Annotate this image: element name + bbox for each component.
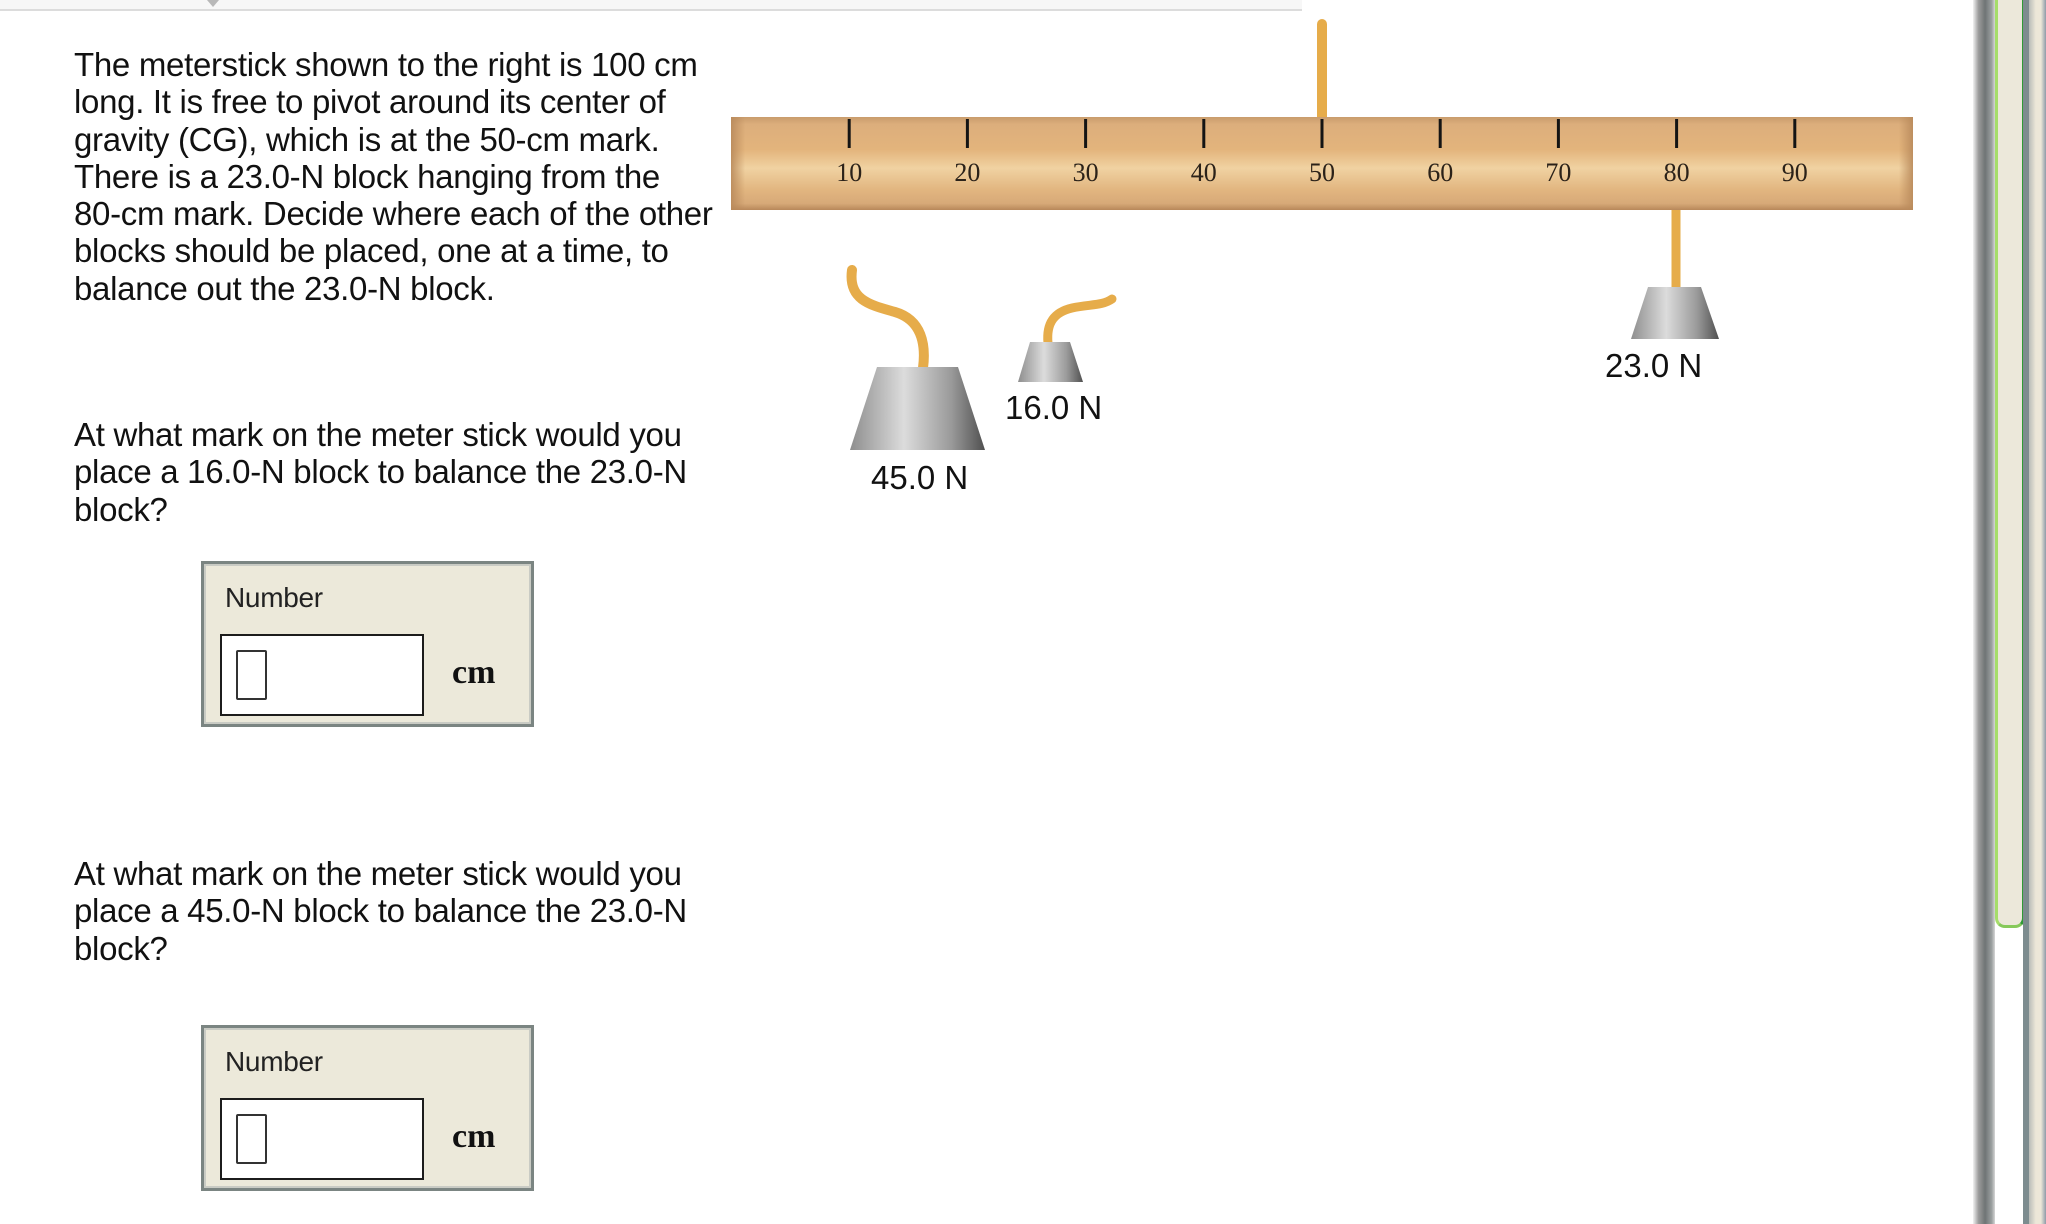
tick-label: 20 [954,158,980,187]
tick-label: 30 [1073,158,1099,187]
tick-label: 10 [836,158,862,187]
tick-label: 90 [1782,158,1808,187]
unit-label: cm [452,1118,496,1155]
scrollbar-rail [1973,0,1995,1224]
tick-label: 60 [1427,158,1453,187]
scrollbar-divider [2023,0,2029,1224]
string-45n [846,265,929,373]
question-2-text: At what mark on the meter stick would yo… [74,855,687,967]
tick-marks: 10 20 30 40 50 60 70 80 90 [836,119,1808,187]
question-1-text: At what mark on the meter stick would yo… [74,416,687,528]
block-23n [1631,287,1719,339]
number-field-label: Number [225,1046,323,1077]
top-toolbar-edge [0,0,1302,11]
unit-label: cm [452,654,496,691]
scrollbar-thumb[interactable] [1995,0,2025,928]
tick-label: 70 [1545,158,1571,187]
tick-label: 40 [1191,158,1217,187]
block-23n-label: 23.0 N [1605,347,1702,384]
string-16n [1043,294,1117,348]
number-field-label: Number [225,582,323,613]
block-16n[interactable] [1018,342,1083,382]
answer-box-2: Number cm [201,1025,534,1191]
tick-label: 50 [1309,158,1335,187]
answer-input-2[interactable] [220,1098,424,1180]
block-45n[interactable] [850,367,985,450]
window-edge [2029,0,2046,1224]
problem-statement: The meterstick shown to the right is 100… [74,46,713,307]
block-45n-label: 45.0 N [871,459,968,496]
vertical-scrollbar[interactable] [1970,0,2046,1224]
answer-box-1: Number cm [201,561,534,727]
tick-label: 80 [1664,158,1690,187]
caret-down-icon [207,0,219,7]
meterstick-diagram: 10 20 30 40 50 60 70 80 90 23.0 N 45.0 N 16.0 N [731,19,1913,496]
block-16n-label: 16.0 N [1005,389,1102,426]
answer-input-1[interactable] [220,634,424,716]
